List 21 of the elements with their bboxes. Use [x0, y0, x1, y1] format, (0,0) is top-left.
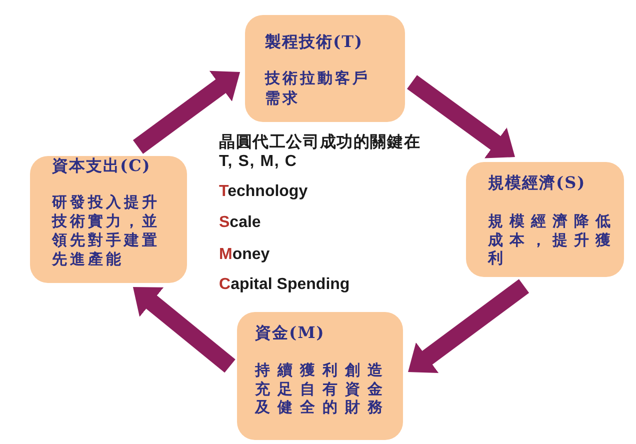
- arrow: [406, 75, 515, 158]
- rounded-box: [237, 312, 403, 440]
- box-text: 研發投入提升技術實力，並領先對手建置先進產能: [52, 193, 161, 269]
- arrow: [132, 286, 236, 373]
- box-title: 資本支出(C): [52, 156, 151, 176]
- box-text: 持續獲利創造充足自有資金及健全的財務: [255, 361, 391, 416]
- arrow: [132, 70, 240, 154]
- acronym-term: Capital Spending: [219, 275, 351, 295]
- acronym-term: Money: [219, 245, 271, 265]
- box-title: 規模經濟(S): [488, 173, 586, 193]
- box-text: 規模經濟降低成本，提升獲利: [488, 212, 618, 268]
- box-text: 技術拉動客戶需求: [265, 68, 371, 108]
- acronym-term: Scale: [219, 213, 262, 233]
- rounded-box: [30, 156, 187, 283]
- box-title: 資金(M): [255, 323, 325, 343]
- intro-text: 晶圓代工公司成功的關鍵在T, S, M, C: [219, 133, 422, 171]
- arrow: [408, 279, 530, 373]
- acronym-term: Technology: [219, 182, 309, 202]
- rounded-box: [245, 15, 405, 122]
- rounded-box: [466, 162, 624, 277]
- box-title: 製程技術(T): [265, 32, 364, 52]
